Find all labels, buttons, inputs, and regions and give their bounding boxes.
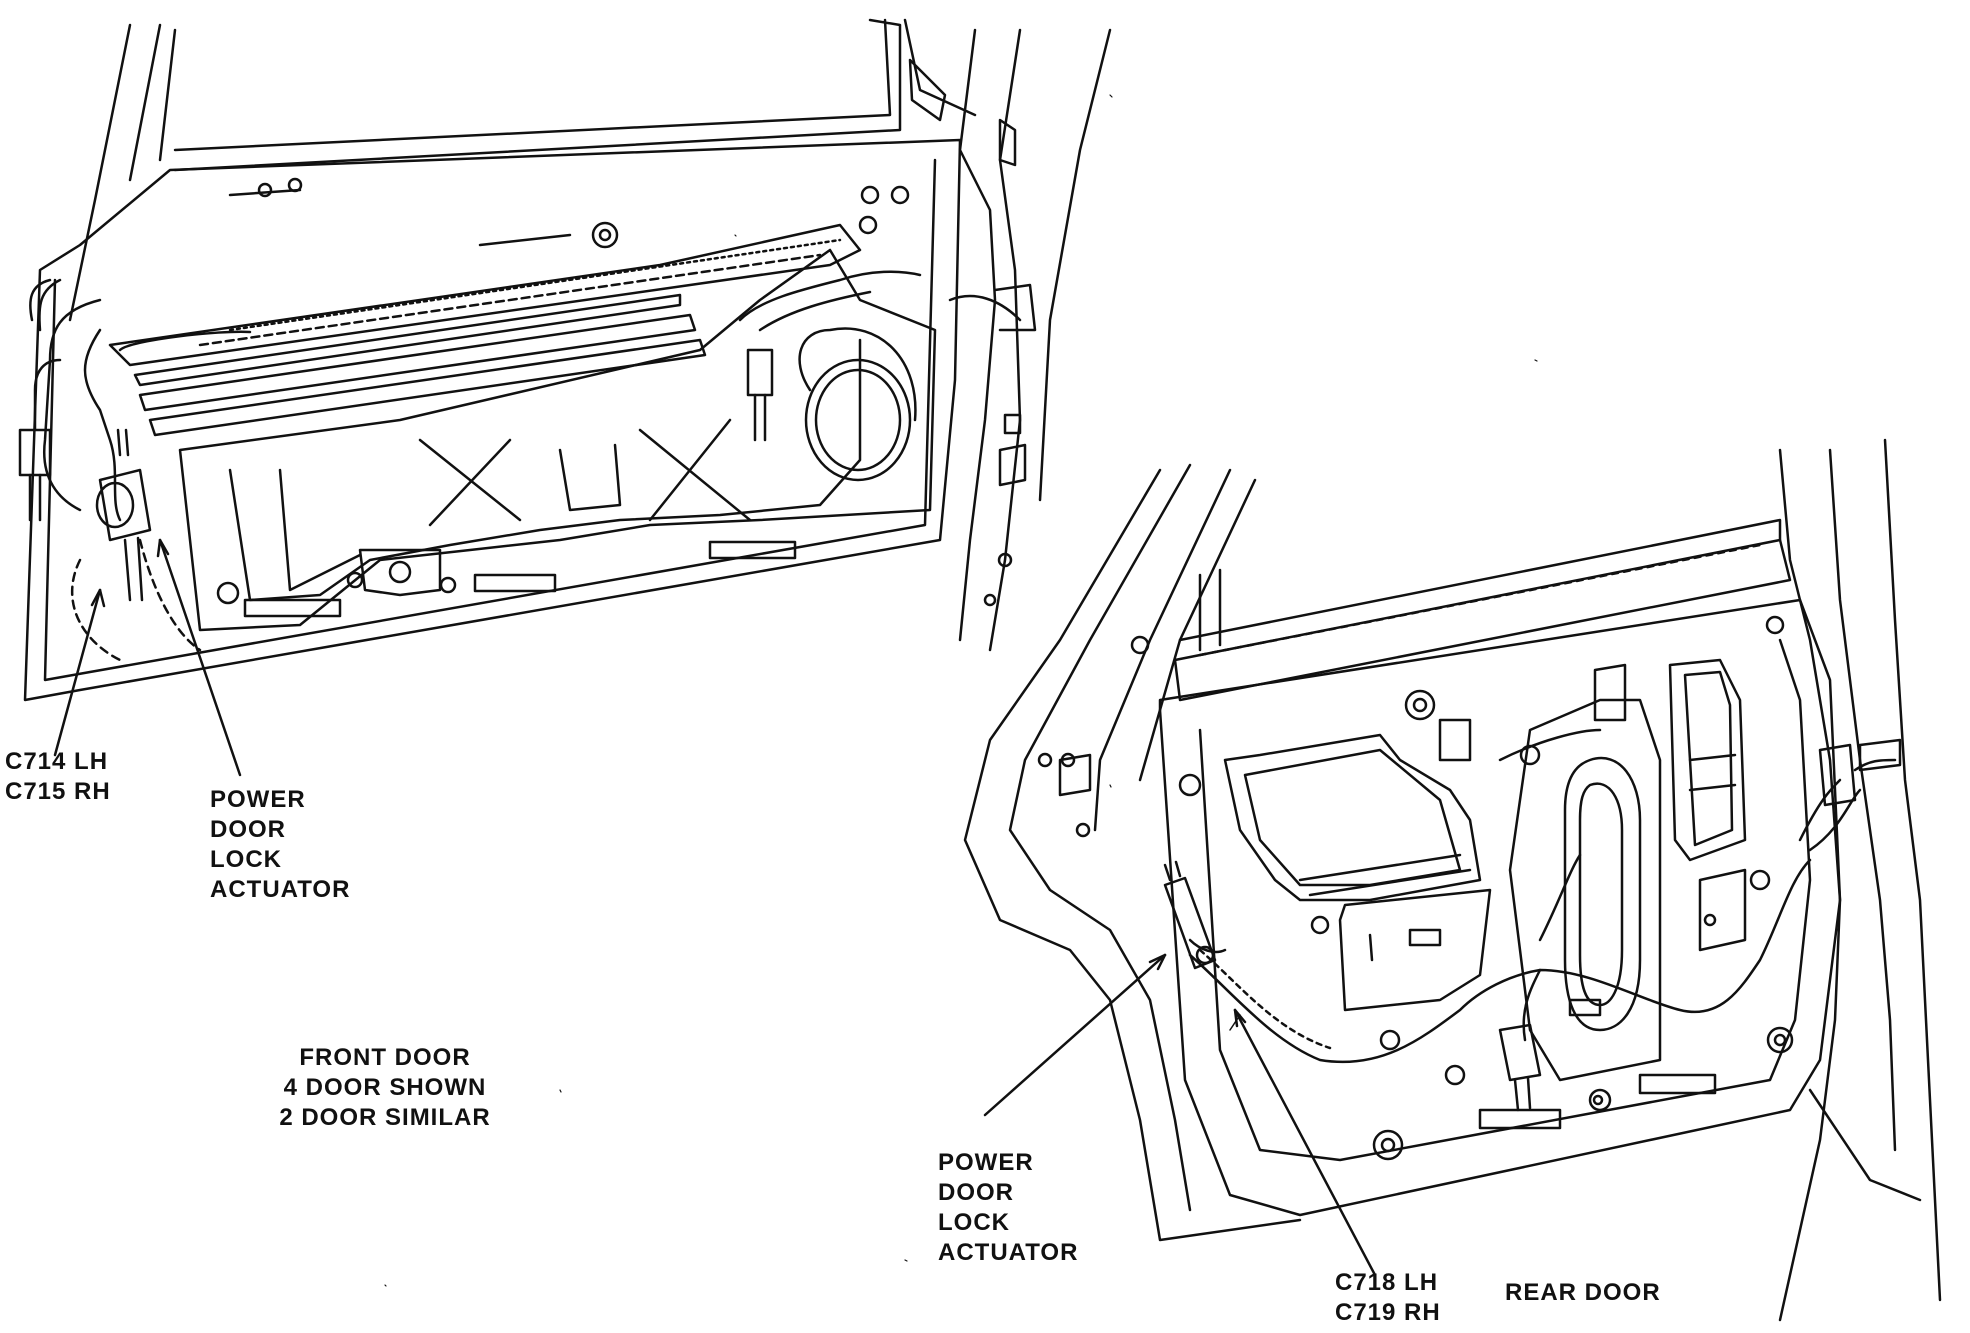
front-inner-panel <box>178 248 937 632</box>
front-actuator-line-2: DOOR <box>210 816 286 843</box>
front-actuator-line-1: POWER <box>210 786 306 813</box>
front-x-brace-left <box>418 438 522 527</box>
front-window-frame <box>68 23 177 322</box>
rear-door-drawing <box>963 438 1942 1322</box>
rear-actuator-leader <box>983 953 1167 1117</box>
front-caption-line-2: 4 DOOR SHOWN <box>283 1074 487 1101</box>
rear-oval-cutout <box>1563 756 1642 1032</box>
front-door-shell <box>23 138 962 702</box>
rear-window-frame <box>963 468 1302 1242</box>
front-speaker <box>804 358 912 482</box>
front-actuator-line-4: ACTUATOR <box>210 876 351 903</box>
rear-connector-line-2: C719 RH <box>1335 1299 1441 1326</box>
front-caption-line-1: FRONT DOOR <box>299 1044 471 1071</box>
rear-actuator-label: POWER DOOR LOCK ACTUATOR <box>938 1148 1078 1268</box>
front-caption-line-3: 2 DOOR SIMILAR <box>279 1104 491 1131</box>
rear-door-caption: REAR DOOR <box>1505 1278 1661 1308</box>
rear-actuator-line-4: ACTUATOR <box>938 1239 1079 1266</box>
front-upper-rail <box>108 223 862 367</box>
front-connector-line-2: C715 RH <box>5 778 111 805</box>
rear-connector-c718-c719 <box>1498 1023 1542 1082</box>
scan-specks <box>384 94 1538 1287</box>
rear-actuator-line-2: DOOR <box>938 1179 1014 1206</box>
front-handle-cutout <box>358 548 442 597</box>
rear-upper-cutout <box>1223 733 1482 902</box>
front-door-caption: FRONT DOOR 4 DOOR SHOWN 2 DOOR SIMILAR <box>250 1043 520 1133</box>
rear-inner-panel <box>1158 598 1842 1217</box>
front-actuator-line-3: LOCK <box>210 846 282 873</box>
rear-connector-line-1: C718 LH <box>1335 1269 1439 1296</box>
front-connector-line-1: C714 LH <box>5 748 109 775</box>
rear-actuator-line-3: LOCK <box>938 1209 1010 1236</box>
rear-connector-label: C718 LH C719 RH <box>1335 1268 1441 1328</box>
front-actuator-drawing <box>95 428 152 602</box>
front-actuator-leader <box>158 538 242 777</box>
front-actuator-label: POWER DOOR LOCK ACTUATOR <box>210 785 350 905</box>
rear-actuator-line-1: POWER <box>938 1149 1034 1176</box>
front-connector-label: C714 LH C715 RH <box>5 747 111 807</box>
rear-caption-text: REAR DOOR <box>1505 1279 1661 1306</box>
front-upper-connector <box>746 348 774 397</box>
front-wiring-harness <box>42 298 122 522</box>
rear-actuator-drawing <box>1163 860 1227 970</box>
front-door-drawing <box>18 18 1112 702</box>
front-x-brace-right <box>638 418 752 522</box>
rear-upper-rail <box>1173 538 1792 702</box>
rear-glass-channel <box>1668 658 1747 862</box>
rear-connector-leader <box>1233 1008 1377 1277</box>
front-connector-leader <box>53 588 102 757</box>
